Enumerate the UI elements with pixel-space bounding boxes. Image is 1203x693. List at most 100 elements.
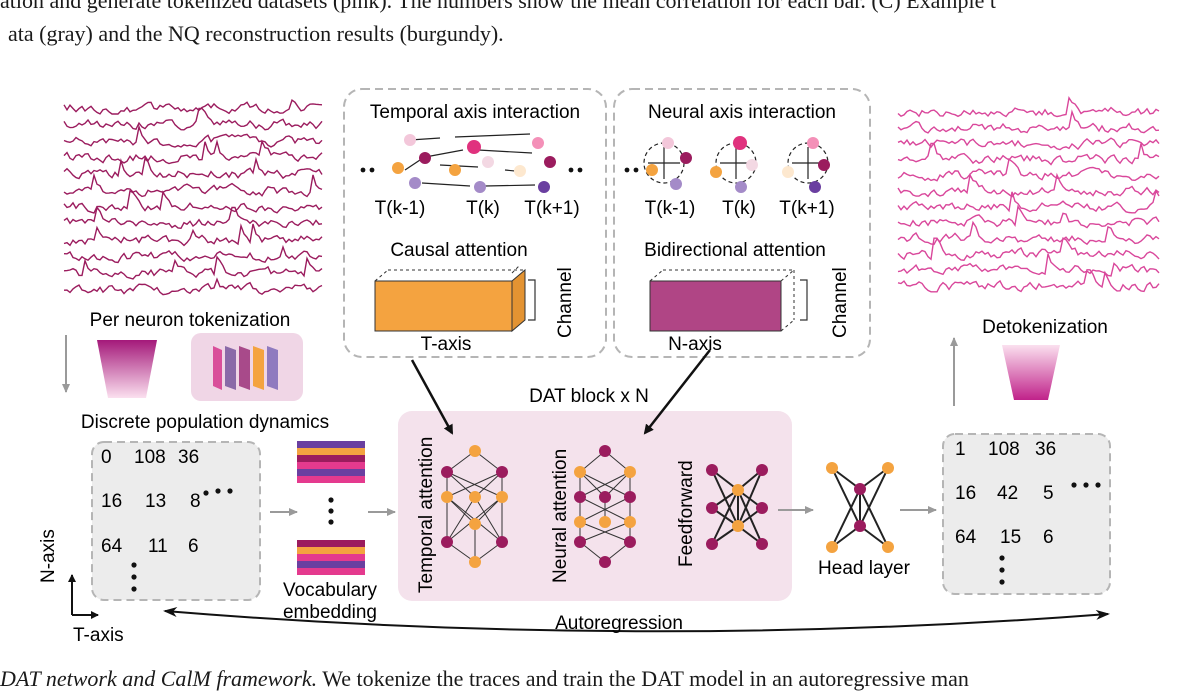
temporal-attention-network — [441, 445, 508, 568]
trace-line — [63, 124, 323, 148]
dat-block-label: DAT block x N — [529, 386, 649, 407]
left-matrix-cell: 36 — [178, 447, 199, 468]
right-matrix-cell: 5 — [1043, 483, 1054, 504]
neural-token-graph — [624, 136, 830, 193]
causal-attention-label: Causal attention — [390, 240, 527, 261]
caption-bottom-italic: DAT network and CalM framework. — [0, 666, 318, 691]
trace-line — [63, 223, 323, 247]
right-matrix-cell: 36 — [1035, 439, 1056, 460]
trace-line — [897, 220, 1160, 246]
left-matrix-cell: 64 — [101, 536, 123, 557]
neural-tk-minus-1-label: T(k-1) — [645, 198, 696, 219]
temporal-to-dat-arrow — [410, 359, 454, 435]
left-matrix-cell: 108 — [134, 447, 166, 468]
trace-line — [63, 255, 323, 280]
channel-label-1: Channel — [555, 267, 576, 338]
trace-line — [63, 107, 323, 131]
right-matrix-cell: 108 — [988, 439, 1020, 460]
vocabulary-embedding-bottom — [297, 540, 365, 575]
caption-bottom-line: DAT network and CalM framework. We token… — [0, 666, 1203, 692]
neural-interaction-panel — [613, 88, 871, 358]
right-token-matrix-panel — [942, 433, 1111, 595]
right-matrix-cell: 42 — [997, 483, 1018, 504]
dat-block-panel — [398, 411, 792, 601]
feedforward-label: Feedforward — [676, 460, 697, 567]
left-token-matrix: 0 108 36 16 13 8 64 11 6 — [101, 447, 201, 557]
left-matrix-cell: 6 — [188, 536, 199, 557]
tokenizer-funnel-icon — [97, 340, 157, 398]
neural-tk-plus-1-label: T(k+1) — [779, 198, 834, 219]
autoregression-arrow — [163, 606, 1110, 633]
trace-line — [63, 156, 323, 180]
temporal-tk-plus-1-label: T(k+1) — [524, 198, 579, 219]
temporal-token-nodes — [360, 134, 583, 193]
causal-attention-box — [374, 265, 536, 333]
trace-line — [897, 237, 1160, 261]
temporal-attention-label: Temporal attention — [416, 437, 437, 593]
bidirectional-attention-box — [649, 269, 808, 332]
trace-line — [897, 204, 1160, 229]
temporal-interaction-panel — [343, 88, 607, 358]
trace-line — [63, 172, 323, 198]
right-matrix-cell: 15 — [1000, 527, 1021, 548]
autoregression-label: Autoregression — [555, 613, 683, 634]
neural-tk-label: T(k) — [722, 198, 756, 219]
trace-line — [63, 189, 323, 214]
trace-line — [897, 172, 1160, 198]
caption-bottom-rest: We tokenize the traces and train the DAT… — [317, 666, 969, 691]
caption-top-line2: ata (gray) and the NQ reconstruction res… — [8, 21, 504, 46]
trace-line — [63, 205, 323, 230]
temporal-axis-interaction-title: Temporal axis interaction — [370, 102, 580, 123]
trace-line — [897, 96, 1160, 118]
t-axis-left-label: T-axis — [73, 625, 124, 646]
bidirectional-attention-label: Bidirectional attention — [644, 240, 826, 261]
trace-line — [897, 142, 1160, 166]
left-matrix-ellipsis — [131, 488, 233, 592]
neural-attention-network — [574, 445, 636, 568]
left-matrix-cell: 16 — [101, 491, 122, 512]
t-axis-box-label: T-axis — [421, 334, 472, 355]
left-matrix-cell: 8 — [190, 491, 201, 512]
trace-line — [63, 277, 323, 296]
detokenization-label: Detokenization — [982, 317, 1108, 338]
discrete-population-dynamics-label: Discrete population dynamics — [81, 412, 329, 433]
trace-line — [897, 137, 1160, 151]
detokenizer-funnel-icon — [1002, 345, 1060, 400]
trace-line — [63, 98, 323, 115]
left-matrix-cell: 0 — [101, 447, 112, 468]
right-matrix-cell: 6 — [1043, 527, 1054, 548]
head-layer-network — [826, 462, 894, 553]
tokenizer-network-icon — [191, 333, 303, 401]
right-matrix-cell: 16 — [955, 483, 976, 504]
caption-top-line1: ation and generate tokenized datasets (p… — [0, 0, 996, 13]
trace-line — [897, 109, 1160, 134]
vocabulary-label: Vocabulary — [283, 580, 378, 601]
temporal-tk-minus-1-label: T(k-1) — [375, 198, 426, 219]
neural-attention-label: Neural attention — [550, 449, 571, 583]
trace-line — [63, 244, 323, 264]
neural-axis-interaction-title: Neural axis interaction — [648, 102, 836, 123]
trace-line — [897, 253, 1160, 277]
n-axis-box-label: N-axis — [668, 334, 722, 355]
trace-line — [63, 139, 323, 165]
left-matrix-cell: 11 — [148, 536, 168, 557]
trace-line — [897, 269, 1160, 293]
n-axis-left-label: N-axis — [38, 529, 59, 583]
right-token-matrix: 1 108 36 16 42 5 64 15 6 — [955, 439, 1056, 548]
right-matrix-ellipsis — [999, 482, 1101, 585]
channel-label-2: Channel — [830, 267, 851, 338]
temporal-tk-label: T(k) — [466, 198, 500, 219]
neural-to-dat-arrow — [643, 349, 711, 435]
neural-traces-right — [897, 96, 1160, 293]
right-matrix-cell: 1 — [955, 439, 966, 460]
feedforward-network — [706, 464, 768, 550]
head-layer-label: Head layer — [818, 558, 911, 579]
left-matrix-cell: 13 — [145, 491, 166, 512]
trace-line — [897, 188, 1160, 214]
neural-traces-left — [63, 98, 323, 296]
trace-line — [897, 157, 1160, 182]
left-token-matrix-panel — [91, 441, 261, 601]
vocabulary-embedding-top — [297, 441, 365, 483]
vocabulary-embedding-ellipsis — [328, 497, 334, 525]
